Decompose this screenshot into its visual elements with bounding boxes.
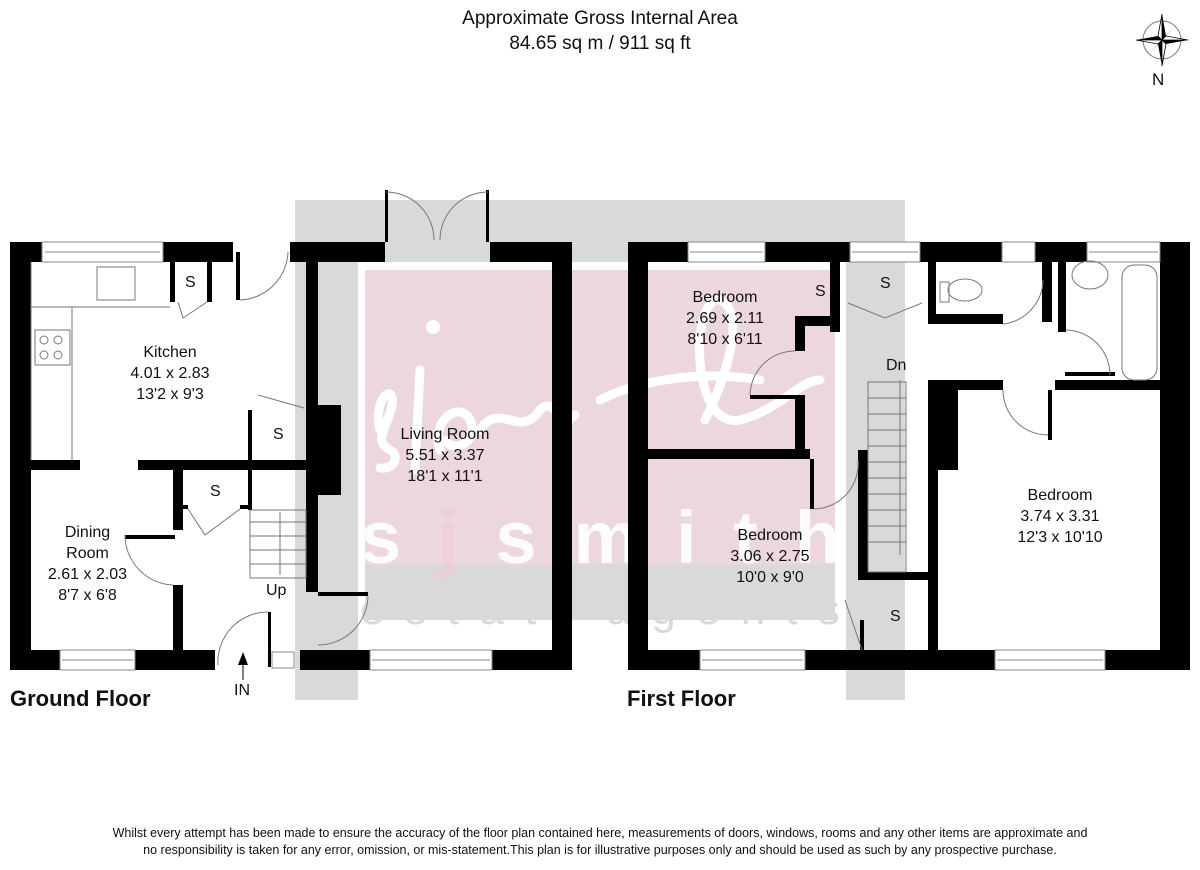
entrance-label: IN [234, 682, 250, 699]
wm-sub-letter: t [524, 585, 537, 634]
room-imperial: 13'2 x 9'3 [136, 386, 204, 403]
kitchen-store-label: S [185, 274, 196, 291]
wm-sub-letter: a [479, 585, 504, 634]
wm-letter: j [437, 496, 459, 579]
gross-area-title: Approximate Gross Internal Area 84.65 sq… [0, 6, 1200, 56]
first-floor-label: First Floor [627, 686, 736, 711]
wm-sub-letter: t [785, 585, 798, 634]
room-metric: 5.51 x 3.37 [405, 447, 485, 464]
room-bedroom-large: Bedroom 3.74 x 3.31 12'3 x 10'10 [985, 485, 1135, 548]
room-name: Kitchen [143, 344, 197, 361]
wm-sub-letter: t [446, 585, 460, 634]
wm-sub-letter: a [606, 585, 632, 634]
disclaimer-line-2: no responsibility is taken for any error… [143, 843, 1057, 857]
compass-rose-icon [1133, 8, 1191, 88]
room-name: Bedroom [692, 289, 758, 306]
title-line-1: Approximate Gross Internal Area [462, 8, 738, 29]
stairs-store-label: S [890, 608, 901, 625]
room-kitchen: Kitchen 4.01 x 2.83 13'2 x 9'3 [95, 342, 245, 405]
ground-floor-label: Ground Floor [10, 686, 151, 711]
wm-letter: s [495, 496, 537, 579]
stairs-up-label: Up [266, 582, 287, 599]
room-imperial: 18'1 x 11'1 [407, 468, 483, 485]
wm-letter: i [675, 496, 697, 579]
room-name: Bedroom [1027, 487, 1093, 504]
room-imperial: 8'10 x 6'11 [687, 331, 763, 348]
room-name: Bedroom [737, 527, 803, 544]
room-metric: 2.61 x 2.03 [47, 566, 128, 583]
stairs-down-label: Dn [886, 357, 907, 374]
room-metric: 3.06 x 2.75 [730, 548, 810, 565]
compass-north-label: N [1152, 70, 1165, 89]
room-name: Living Room [400, 426, 490, 443]
room-metric: 3.74 x 3.31 [1020, 508, 1100, 525]
room-bedroom-middle: Bedroom 3.06 x 2.75 10'0 x 9'0 [700, 525, 840, 588]
room-dining-room: Dining Room 2.61 x 2.03 8'7 x 6'8 [15, 522, 160, 606]
room-imperial: 10'0 x 9'0 [736, 569, 804, 586]
bedroom-store-label: S [815, 283, 826, 300]
wm-sub-letter: e [696, 585, 721, 634]
watermark-estate-agents: e s t a t a g e n t s [360, 585, 840, 635]
room-imperial: 12'3 x 10'10 [1017, 529, 1103, 546]
understairs-store-label: S [273, 426, 284, 443]
room-bedroom-small: Bedroom 2.69 x 2.11 8'10 x 6'11 [660, 287, 790, 350]
watermark-brand-letters: s j s m i t h [360, 495, 840, 580]
room-metric: 4.01 x 2.83 [130, 365, 210, 382]
wm-sub-letter: g [651, 585, 676, 634]
wm-sub-letter: n [740, 585, 766, 634]
title-line-2: 84.65 sq m / 911 sq ft [509, 33, 691, 54]
room-name-line-1: Dining [64, 524, 111, 541]
room-living-room: Living Room 5.51 x 3.37 18'1 x 11'1 [365, 424, 525, 487]
disclaimer: Whilst every attempt has been made to en… [0, 825, 1200, 859]
wm-letter: h [794, 496, 840, 579]
hall-store-label: S [210, 483, 221, 500]
wm-letter: t [733, 496, 758, 579]
landing-store-label: S [880, 275, 891, 292]
wm-sub-letter: s [817, 585, 840, 634]
room-metric: 2.69 x 2.11 [686, 310, 764, 327]
wm-sub-letter: s [404, 585, 427, 634]
wm-letter: s [360, 496, 402, 579]
room-imperial: 8'7 x 6'8 [58, 587, 117, 604]
room-name-line-2: Room [66, 545, 109, 562]
disclaimer-line-1: Whilst every attempt has been made to en… [112, 826, 1088, 840]
